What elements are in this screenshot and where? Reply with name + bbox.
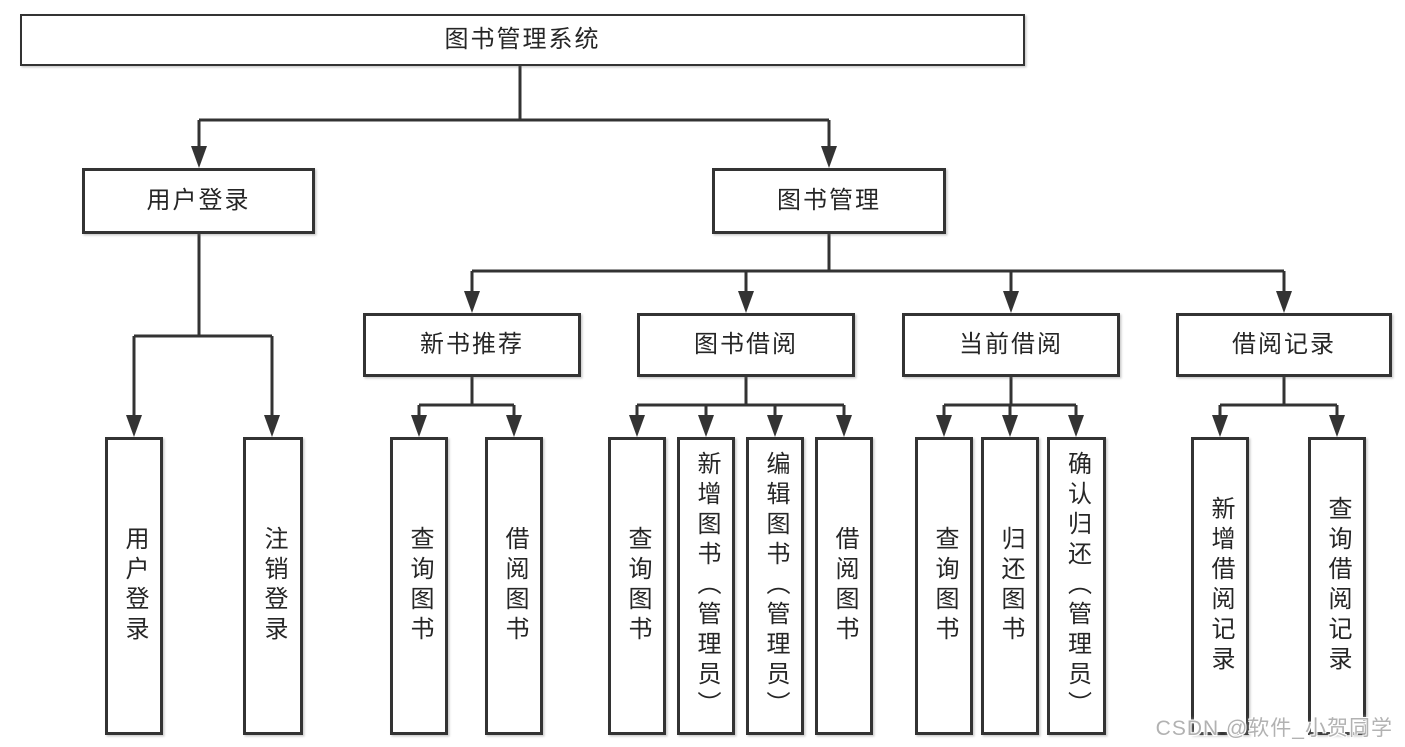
node-label: 用户登录	[146, 187, 251, 214]
leaf-newbook-query: 查询图书	[390, 437, 448, 735]
node-label: 查询借阅记录	[1324, 496, 1351, 676]
node-label: 用户登录	[121, 526, 148, 646]
leaf-borrow-query: 查询图书	[608, 437, 666, 735]
leaf-current-return: 归还图书	[981, 437, 1039, 735]
node-root-system: 图书管理系统	[20, 14, 1025, 66]
node-label: 编辑图书（管理员）	[762, 451, 789, 721]
node-book-management: 图书管理	[712, 168, 946, 234]
node-label: 图书管理系统	[444, 26, 601, 53]
node-label: 查询图书	[624, 526, 651, 646]
node-user-login: 用户登录	[82, 168, 315, 234]
node-label: 新增借阅记录	[1207, 496, 1234, 676]
node-new-book-recommend: 新书推荐	[363, 313, 581, 377]
node-label: 借阅图书	[831, 526, 858, 646]
node-label: 借阅图书	[501, 526, 528, 646]
leaf-borrow-add-admin: 新增图书（管理员）	[677, 437, 735, 735]
node-label: 归还图书	[997, 526, 1024, 646]
node-label: 查询图书	[406, 526, 433, 646]
node-label: 图书管理	[777, 187, 881, 214]
arrowheads	[126, 146, 1345, 437]
leaf-records-add: 新增借阅记录	[1191, 437, 1249, 735]
leaf-logout: 注销登录	[243, 437, 303, 735]
leaf-newbook-borrow: 借阅图书	[485, 437, 543, 735]
node-label: 图书借阅	[694, 331, 798, 358]
node-label: 新书推荐	[420, 331, 524, 358]
node-label: 注销登录	[260, 526, 287, 646]
node-book-borrow: 图书借阅	[637, 313, 855, 377]
node-borrow-records: 借阅记录	[1176, 313, 1392, 377]
leaf-current-confirm-admin: 确认归还（管理员）	[1047, 437, 1106, 735]
node-current-borrow: 当前借阅	[902, 313, 1120, 377]
node-label: 当前借阅	[959, 331, 1063, 358]
node-label: 借阅记录	[1232, 331, 1336, 358]
leaf-borrow-borrow: 借阅图书	[815, 437, 873, 735]
node-label: 新增图书（管理员）	[693, 451, 720, 721]
node-label: 查询图书	[931, 526, 958, 646]
leaf-borrow-edit-admin: 编辑图书（管理员）	[746, 437, 804, 735]
leaf-user-login: 用户登录	[105, 437, 163, 735]
leaf-records-query: 查询借阅记录	[1308, 437, 1366, 735]
leaf-current-query: 查询图书	[915, 437, 973, 735]
node-label: 确认归还（管理员）	[1063, 451, 1091, 721]
csdn-watermark: CSDN @软件_小贺同学	[1155, 717, 1393, 740]
